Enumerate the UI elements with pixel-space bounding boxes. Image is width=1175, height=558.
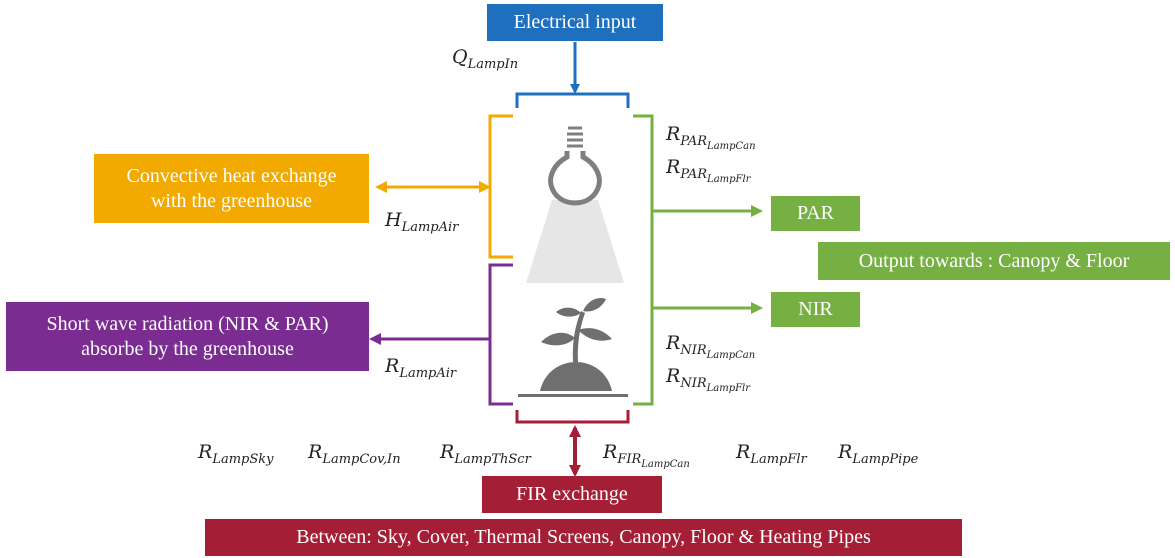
nir-box: NIR [771,292,860,327]
r-lamp-flr-label: RLampFlr [736,441,807,467]
light-cone [526,200,624,283]
par-label: PAR [796,202,835,224]
nir-label: NIR [798,298,833,320]
shortwave-label-line1: Short wave radiation (NIR & PAR) [46,312,329,335]
output-towards-box: Output towards : Canopy & Floor [818,242,1170,280]
r-nir-lamp-can-label: RNIRLampCan [666,332,756,361]
bottom-bracket [515,410,630,424]
fir-exchange-box: FIR exchange [482,476,662,513]
r-par-lamp-can-label: RPARLampCan [666,123,756,152]
r-lamp-sky-label: RLampSky [198,441,274,467]
fir-exchange-label: FIR exchange [516,483,628,505]
green-bracket [633,114,654,406]
h-lamp-air-label: HLampAir [385,209,459,235]
r-nir-lamp-flr-label: RNIRLampFlr [666,365,751,394]
r-fir-lamp-can-label: RFIRLampCan [603,441,690,470]
r-lamp-pipe-label: RLampPipe [838,441,919,467]
par-box: PAR [771,196,860,231]
between-box: Between: Sky, Cover, Thermal Screens, Ca… [205,519,962,556]
shortwave-label-line2: absorbe by the greenhouse [81,337,294,360]
top-bracket [515,92,630,108]
between-label: Between: Sky, Cover, Thermal Screens, Ca… [296,526,871,548]
r-lamp-air-label: RLampAir [385,355,457,381]
convective-label-line1: Convective heat exchange [126,164,337,187]
output-towards-label: Output towards : Canopy & Floor [858,249,1130,272]
orange-bracket [488,114,513,259]
r-par-lamp-flr-label: RPARLampFlr [666,156,751,185]
light-bulb-icon [548,126,602,206]
electrical-input-box: Electrical input [487,4,663,41]
r-lamp-cov-in-label: RLampCov,In [308,441,401,467]
purple-bracket [488,263,513,406]
r-lamp-thscr-label: RLampThScr [440,441,531,467]
convective-label-line2: with the greenhouse [150,189,313,212]
short-wave-radiation-box: Short wave radiation (NIR & PAR) absorbe… [6,302,369,371]
plant-seedling-icon [518,298,628,397]
electrical-input-label: Electrical input [513,11,637,33]
q-lamp-in-label: QLampIn [452,46,519,72]
convective-heat-box: Convective heat exchange with the greenh… [94,154,369,223]
